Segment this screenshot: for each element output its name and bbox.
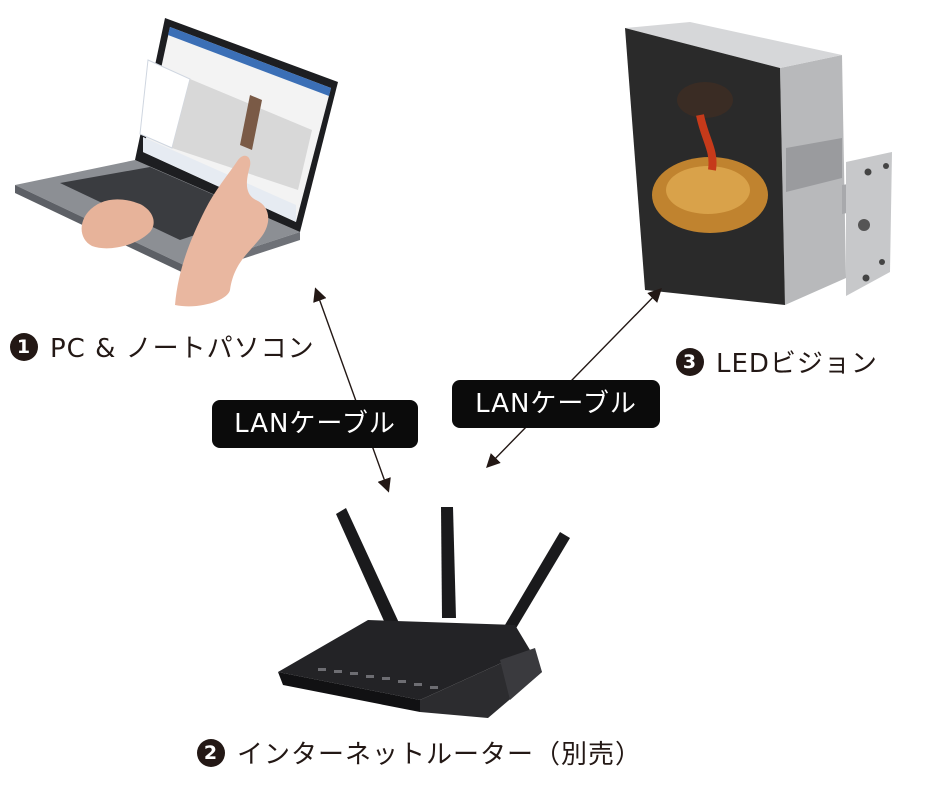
pc-router-cable-label: LANケーブル: [212, 400, 418, 448]
pc-router-arrow: [313, 287, 391, 493]
pc-label: PC & ノートパソコン: [50, 334, 315, 364]
pc-caption: 1 PC & ノートパソコン: [10, 328, 315, 365]
router-led-cable-label: LANケーブル: [452, 380, 660, 428]
pc-number-badge: 1: [10, 332, 38, 361]
router-led-arrow: [486, 287, 662, 469]
router-label: インターネットルーター（別売）: [237, 740, 643, 770]
router-number-badge: 2: [197, 738, 225, 767]
led-caption: 3 LEDビジョン: [676, 343, 878, 380]
led-label: LEDビジョン: [716, 349, 878, 379]
led-number-badge: 3: [676, 347, 704, 376]
router-caption: 2 インターネットルーター（別売）: [197, 734, 642, 771]
